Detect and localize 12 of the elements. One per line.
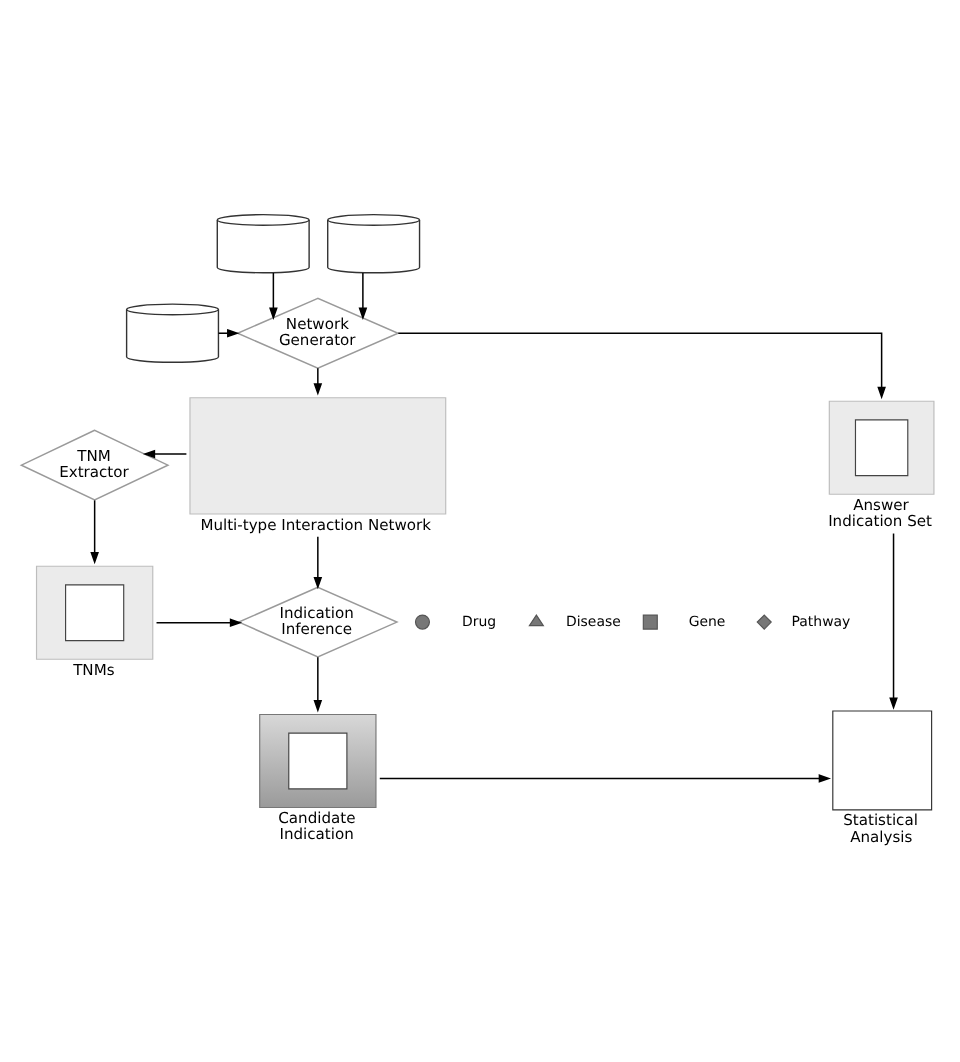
- arrow: [142, 448, 188, 458]
- arrow: [889, 531, 898, 709]
- arrow: [313, 366, 323, 395]
- arrow: [313, 534, 323, 589]
- arrow: [155, 617, 243, 626]
- arrow: [313, 655, 323, 712]
- arrow: [90, 498, 99, 564]
- arrow: [358, 271, 368, 319]
- arrow: [217, 327, 240, 337]
- arrow: [397, 331, 886, 399]
- arrow: [269, 271, 278, 319]
- arrow: [379, 773, 831, 782]
